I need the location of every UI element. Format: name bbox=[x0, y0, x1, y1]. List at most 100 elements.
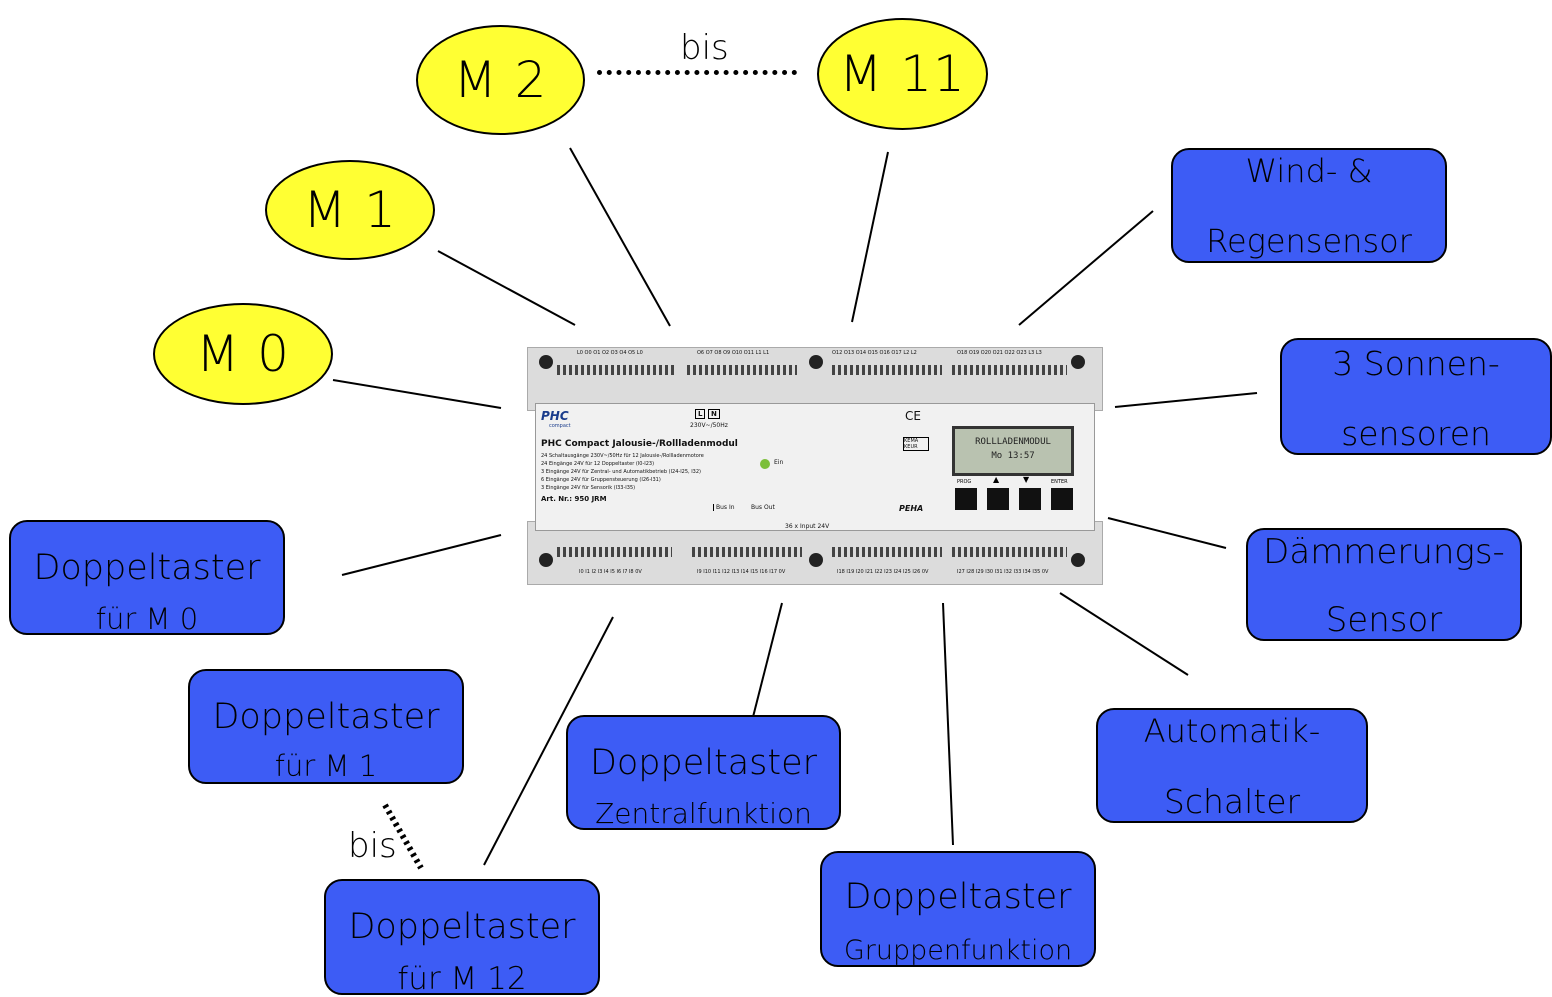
key-label: ▲ bbox=[993, 475, 1000, 484]
lcd-line1: ROLLLADENMODUL bbox=[975, 437, 1051, 447]
box-doppeltaster-m1: Doppeltaster für M 1 bbox=[188, 669, 464, 784]
line-m0t bbox=[341, 534, 502, 576]
line-m2 bbox=[569, 147, 671, 327]
key-label: ENTER bbox=[1051, 479, 1068, 485]
box-automatik-schalter: Automatik- Schalter bbox=[1096, 708, 1368, 823]
box-line2: für M 0 bbox=[95, 602, 199, 636]
input-label: 36 x Input 24V bbox=[785, 523, 830, 530]
ln-terminal: L bbox=[695, 409, 706, 419]
line-m11 bbox=[851, 151, 889, 323]
module-title: PHC Compact Jalousie-/Rollladenmodul bbox=[541, 439, 738, 449]
top-terminal-labels: O6 O7 O8 O9 O10 O11 L1 L1 bbox=[697, 350, 770, 356]
terminal-block bbox=[692, 547, 802, 557]
spec-line: 6 Eingänge 24V für Gruppensteuerung (I26… bbox=[541, 477, 661, 483]
box-doppeltaster-zentralfunktion: Doppeltaster Zentralfunktion bbox=[566, 715, 841, 830]
line-automatik bbox=[1059, 592, 1189, 676]
spec-line: 3 Eingänge 24V für Zentral- und Automati… bbox=[541, 469, 701, 475]
box-sonnensensoren: 3 Sonnen- sensoren bbox=[1280, 338, 1552, 455]
terminal-block bbox=[832, 547, 942, 557]
lcd-line2: Mo 13:57 bbox=[991, 451, 1035, 461]
motor-m11: M 11 bbox=[817, 18, 988, 130]
spec-line: 24 Schaltausgänge 230V~/50Hz für 12 Jalo… bbox=[541, 453, 704, 459]
up-button[interactable] bbox=[987, 488, 1009, 510]
spec-line: 24 Eingänge 24V für 12 Doppeltaster (I0-… bbox=[541, 461, 655, 467]
bottom-terminal-labels: I0 I1 I2 I3 I4 I5 I6 I7 I8 0V bbox=[579, 569, 642, 575]
peha-logo: PEHA bbox=[899, 504, 924, 513]
screw-icon bbox=[809, 355, 823, 369]
prog-button[interactable] bbox=[955, 488, 977, 510]
screw-icon bbox=[1071, 553, 1085, 567]
screw-icon bbox=[809, 553, 823, 567]
phc-jalousie-module: L0 O0 O1 O2 O3 O4 O5 L0 O6 O7 O8 O9 O10 … bbox=[527, 347, 1103, 585]
bottom-terminal-labels: I18 I19 I20 I21 I22 I23 I24 I25 I26 0V bbox=[837, 569, 929, 575]
box-line1: Doppeltaster bbox=[589, 743, 818, 783]
bis-label-top: bis bbox=[678, 28, 731, 68]
line-sonnen bbox=[1114, 392, 1258, 408]
box-line1: Automatik- bbox=[1143, 712, 1321, 750]
screw-icon bbox=[539, 355, 553, 369]
terminal-block bbox=[952, 365, 1067, 375]
bis-label-left: bis bbox=[348, 826, 397, 866]
motor-m1: M 1 bbox=[265, 160, 435, 260]
spec-line: 3 Eingänge 24V für Sensorik (I33-I35) bbox=[541, 485, 636, 491]
box-line2: Regensensor bbox=[1206, 222, 1412, 260]
key-label: ▼ bbox=[1023, 475, 1030, 484]
key-label: PROG bbox=[957, 479, 972, 485]
terminal-block bbox=[687, 365, 797, 375]
lcd-display: ROLLLADENMODUL Mo 13:57 bbox=[952, 426, 1074, 476]
box-line2: Zentralfunktion bbox=[595, 797, 812, 830]
motor-m0: M 0 bbox=[153, 303, 333, 405]
bus-in-label: Bus In bbox=[713, 504, 735, 511]
bottom-terminal-labels: I27 I28 I29 I30 I31 I32 I33 I34 I35 0V bbox=[957, 569, 1049, 575]
power-rating: 230V~/50Hz bbox=[690, 422, 728, 429]
down-button[interactable] bbox=[1019, 488, 1041, 510]
motor-m2: M 2 bbox=[416, 25, 585, 135]
line-wind bbox=[1018, 210, 1154, 326]
terminal-block bbox=[952, 547, 1067, 557]
top-terminal-labels: O12 O13 O14 O15 O16 O17 L2 L2 bbox=[832, 350, 917, 356]
line-m0 bbox=[332, 379, 502, 409]
top-terminal-labels: L0 O0 O1 O2 O3 O4 O5 L0 bbox=[577, 350, 643, 356]
ce-mark: CE bbox=[905, 409, 921, 423]
bis-dotted-diagonal bbox=[382, 803, 424, 870]
box-line2: für M 12 bbox=[397, 961, 527, 997]
brand-logo: PHC bbox=[541, 409, 569, 423]
box-line1: Doppeltaster bbox=[33, 548, 261, 588]
box-line2: Gruppenfunktion bbox=[843, 935, 1073, 966]
box-line1: 3 Sonnen- bbox=[1332, 344, 1500, 383]
box-line1: Doppeltaster bbox=[212, 697, 440, 737]
terminal-block bbox=[832, 365, 942, 375]
bottom-terminal-labels: I9 I10 I11 I12 I13 I14 I15 I16 I17 0V bbox=[697, 569, 786, 575]
box-daemmerungssensor: Dämmerungs- Sensor bbox=[1246, 528, 1522, 641]
line-daemmerung bbox=[1107, 517, 1227, 549]
brand-sub: compact bbox=[549, 423, 571, 429]
line-m1 bbox=[437, 250, 576, 326]
line-m12 bbox=[483, 616, 614, 866]
screw-icon bbox=[1071, 355, 1085, 369]
art-number: Art. Nr.: 950 JRM bbox=[541, 495, 607, 503]
status-led-icon bbox=[760, 459, 770, 469]
box-line1: Wind- & bbox=[1245, 152, 1373, 190]
bis-dotted-top bbox=[597, 70, 797, 75]
box-line2: sensoren bbox=[1341, 414, 1491, 453]
kema-mark: KEMA KEUR bbox=[903, 437, 929, 451]
box-line2: Schalter bbox=[1163, 782, 1301, 821]
box-line1: Doppeltaster bbox=[348, 907, 576, 947]
line-gruppen bbox=[942, 602, 954, 846]
box-doppeltaster-gruppenfunktion: Doppeltaster Gruppenfunktion bbox=[820, 851, 1096, 967]
top-terminal-labels: O18 O19 O20 O21 O22 O23 L3 L3 bbox=[957, 350, 1042, 356]
ln-terminal: N bbox=[708, 409, 720, 419]
box-line2: Sensor bbox=[1325, 600, 1443, 640]
box-line1: Dämmerungs- bbox=[1263, 532, 1505, 572]
box-doppeltaster-m0: Doppeltaster für M 0 bbox=[9, 520, 285, 636]
screw-icon bbox=[539, 553, 553, 567]
box-line1: Doppeltaster bbox=[844, 877, 1072, 917]
terminal-block bbox=[557, 547, 672, 557]
line-zentral bbox=[752, 602, 783, 718]
box-wind-regensensor: Wind- & Regensensor bbox=[1171, 148, 1447, 263]
terminal-block bbox=[557, 365, 677, 375]
box-line2: für M 1 bbox=[274, 749, 378, 783]
bus-out-label: Bus Out bbox=[751, 504, 775, 511]
enter-button[interactable] bbox=[1051, 488, 1073, 510]
